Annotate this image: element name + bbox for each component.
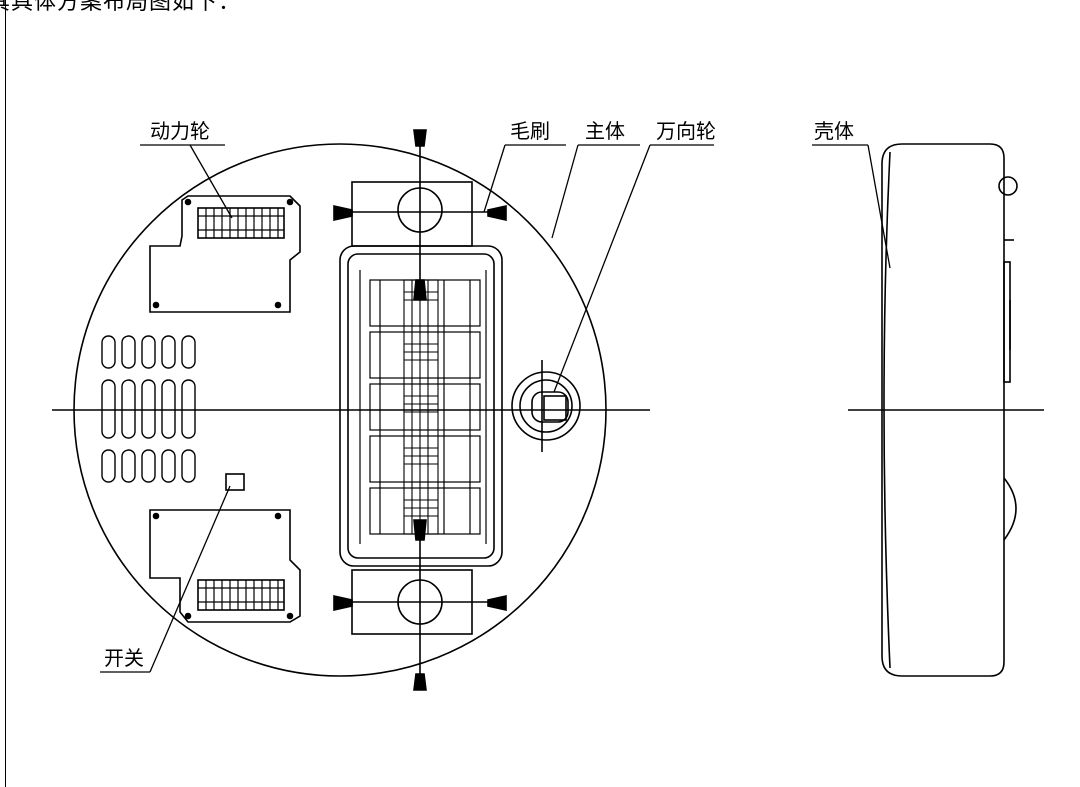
drive-wheel-mount-top (149, 195, 301, 313)
leader-lines (100, 144, 891, 673)
label-drive-wheel: 动力轮 (150, 119, 210, 143)
drive-wheel-mount-bottom (149, 509, 301, 623)
label-switch: 开关 (104, 646, 144, 670)
drive-wheel-bottom (197, 579, 285, 611)
shell-outline (881, 143, 1005, 677)
side-view (848, 143, 1044, 677)
side-bumper-top (998, 176, 1018, 196)
caster-wheel (511, 360, 581, 452)
top-view (52, 129, 650, 691)
label-main-body: 主体 (585, 119, 625, 143)
page-border-line (5, 0, 6, 787)
label-brush: 毛刷 (510, 119, 550, 143)
switch-square (225, 473, 245, 491)
drive-wheel-top (197, 207, 285, 239)
vent-slots (101, 335, 196, 483)
main-frame-inner (347, 253, 495, 559)
figure-caption: 其具体方案布局图如下： (0, 0, 242, 15)
label-shell: 壳体 (814, 119, 854, 143)
label-caster-wheel: 万向轮 (656, 119, 716, 143)
